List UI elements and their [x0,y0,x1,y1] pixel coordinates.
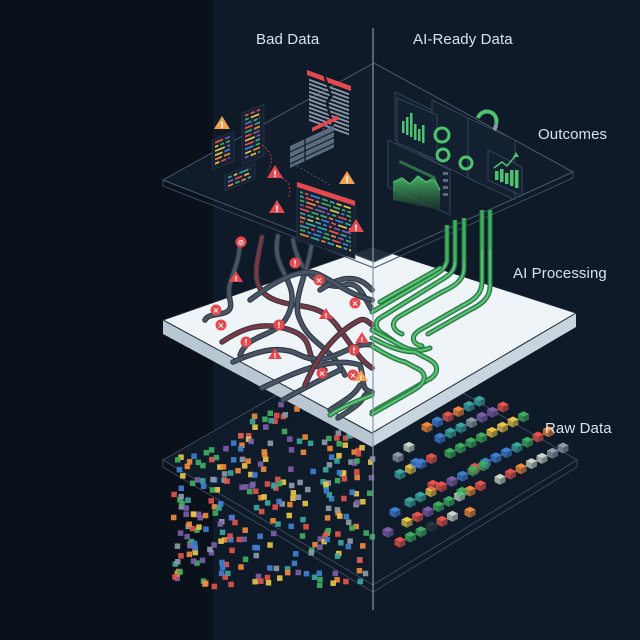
bad-data-header: Bad Data [256,31,320,48]
svg-text:!: ! [360,336,363,344]
svg-text:⊘: ⊘ [238,238,245,247]
svg-text:!: ! [220,121,224,131]
svg-text:!: ! [345,176,349,186]
svg-text:!: ! [352,346,356,355]
svg-text:!: ! [234,275,237,283]
svg-text:×: × [352,299,359,308]
ai-processing-plane: ⊘!!××××!!!!!!××! [161,225,578,447]
ai-ready-data-header: AI-Ready Data [413,31,513,48]
raw-data-plane [162,339,578,593]
dashboard-panels [387,91,523,216]
svg-text:!: ! [275,205,279,215]
outcomes-layer-label: Outcomes [538,126,608,143]
svg-text:!: ! [273,352,276,360]
svg-text:!: ! [277,321,281,330]
organized-data-cubes [382,395,569,548]
organized-green-pipes [327,225,493,418]
svg-text:×: × [316,276,323,285]
corrupted-documents [211,70,356,260]
scattered-data-squares [170,355,376,590]
svg-text:×: × [213,306,220,315]
layer-connectors [444,210,493,262]
svg-text:!: ! [324,312,327,320]
svg-text:!: ! [293,259,297,268]
svg-text:×: × [319,369,326,378]
ai-processing-layer-label: AI Processing [513,265,607,282]
svg-text:!: ! [273,170,277,180]
svg-text:×: × [218,321,225,330]
svg-text:×: × [350,371,357,380]
raw-data-layer-label: Raw Data [545,420,612,437]
warning-icons: !!!!! [214,116,364,234]
outcomes-plane: !!!!! [161,62,575,269]
svg-text:!: ! [244,338,248,347]
error-badges: ⊘!!××××!!!!!!××! [210,236,369,382]
svg-text:!: ! [359,374,362,382]
svg-text:!: ! [354,224,358,234]
